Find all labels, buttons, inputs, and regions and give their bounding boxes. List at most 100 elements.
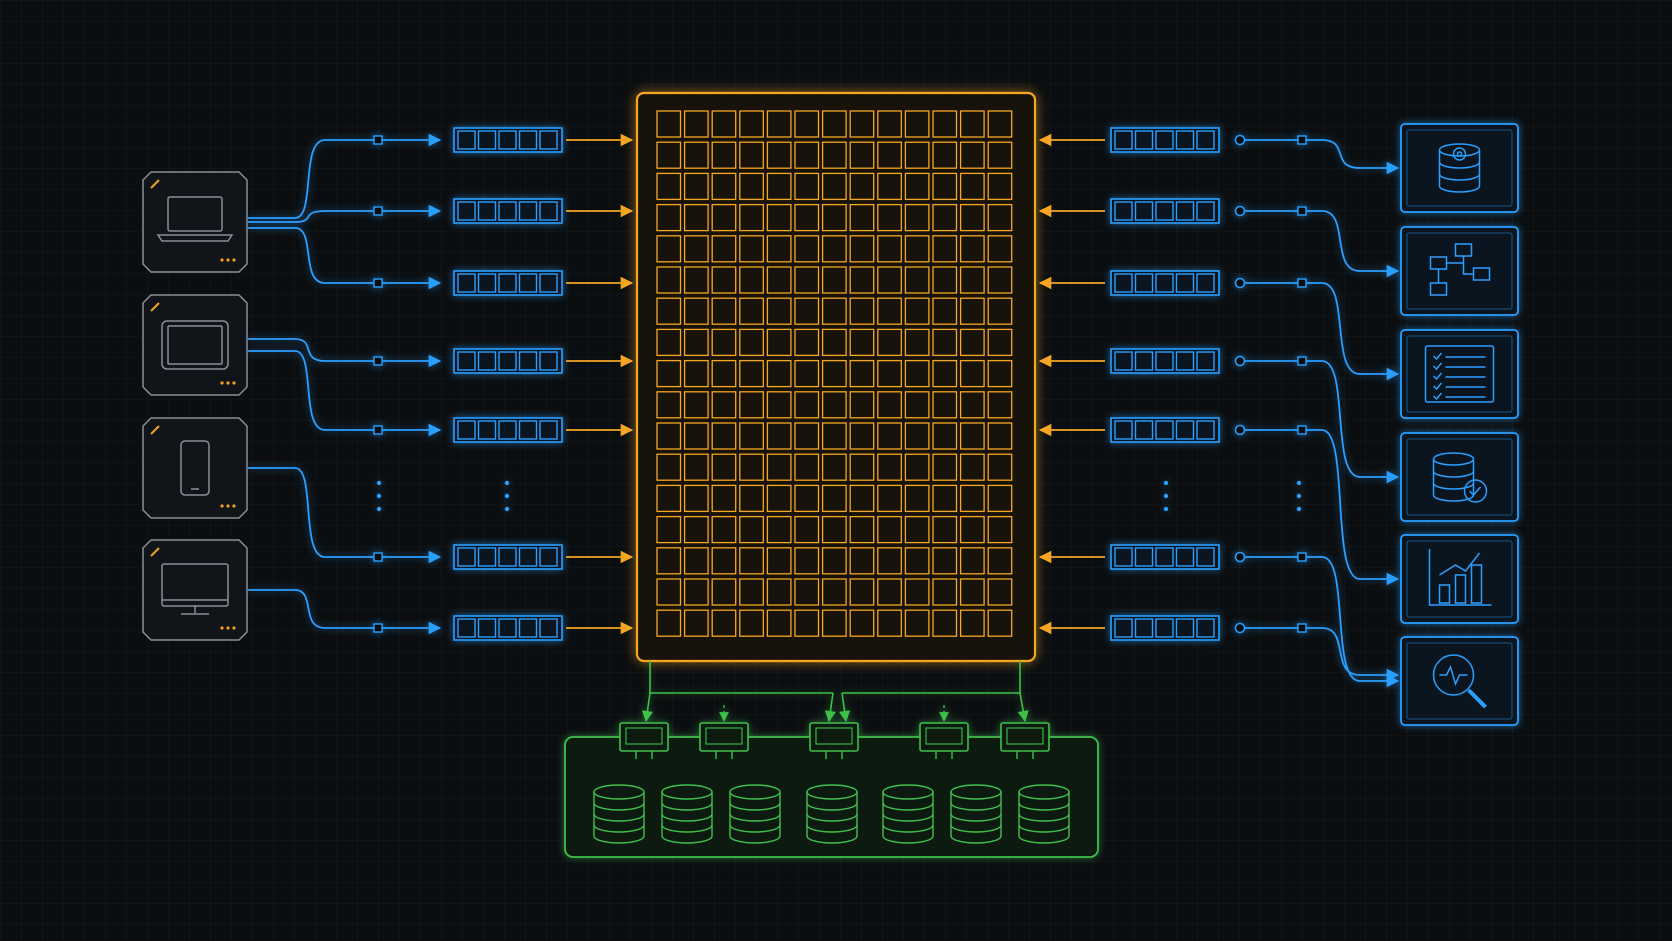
grid-cell <box>821 110 847 138</box>
queue-slot <box>457 420 476 440</box>
queue-slot <box>1134 201 1154 221</box>
grid-cell <box>987 328 1013 357</box>
grid-cell <box>904 453 930 481</box>
status-dot <box>220 504 224 508</box>
output-port <box>1234 205 1246 217</box>
grid-cell <box>849 609 875 637</box>
grid-cell <box>766 359 792 388</box>
panel-inner <box>1406 540 1513 618</box>
status-dot <box>232 381 236 385</box>
grid-cell <box>877 328 902 357</box>
queue-frame <box>453 198 563 224</box>
grid-cell <box>932 235 958 263</box>
queue-slot <box>539 618 558 638</box>
storage-node <box>1000 722 1050 759</box>
node-frame <box>1000 722 1050 752</box>
database-icon <box>1018 784 1070 844</box>
continuation-dot <box>504 506 510 512</box>
client-link <box>248 227 442 290</box>
grid-cell <box>711 422 737 450</box>
queue-frame <box>1110 270 1220 296</box>
grid-cell <box>821 297 847 325</box>
output-port <box>1234 134 1246 146</box>
grid-cell <box>683 141 709 169</box>
queue-slot <box>1134 351 1154 371</box>
grid-cell <box>849 391 875 419</box>
queue-frame <box>1110 127 1220 153</box>
grid-cell <box>932 453 958 481</box>
grid-cell <box>959 422 985 450</box>
continuation-dot <box>504 493 510 499</box>
storage-frame <box>564 736 1099 858</box>
grid-cell <box>877 515 902 544</box>
grid-cell <box>794 609 820 637</box>
grid-cell <box>766 297 792 325</box>
output-queue <box>1110 198 1220 224</box>
queue-slot <box>457 130 476 150</box>
service-panel <box>1400 226 1519 316</box>
node-leg <box>635 751 653 759</box>
status-dot <box>226 626 230 630</box>
grid-cell <box>877 578 902 606</box>
node-screen <box>705 727 743 745</box>
grid-cell <box>849 422 875 450</box>
panel-frame <box>1400 636 1519 726</box>
grid-cell <box>821 453 847 481</box>
queue-slot <box>1134 547 1154 567</box>
grid-cell <box>959 172 985 201</box>
database-icon <box>729 784 781 844</box>
grid-cell <box>821 359 847 388</box>
grid-cell <box>766 391 792 419</box>
output-arrows <box>1038 133 1105 635</box>
link-node <box>1297 425 1307 435</box>
continuation-dot <box>376 480 382 486</box>
grid-cell <box>959 141 985 169</box>
grid-cell <box>766 235 792 263</box>
grid-cell <box>959 515 985 544</box>
grid-cell <box>683 328 709 357</box>
status-dot <box>220 381 224 385</box>
grid-cell <box>656 172 682 201</box>
grid-cell <box>739 172 764 201</box>
queue-slot <box>1155 273 1174 293</box>
queue-slot <box>1134 130 1154 150</box>
input-connections <box>248 133 510 635</box>
continuation-dot <box>376 506 382 512</box>
grid-cell <box>987 609 1013 637</box>
grid-cell <box>959 266 985 294</box>
queue-frame <box>1110 615 1220 641</box>
queue-frame <box>1110 544 1220 570</box>
panel-inner <box>1406 129 1513 207</box>
service-panel <box>1400 123 1519 213</box>
queue-slot <box>1196 351 1215 371</box>
grid-cell <box>932 110 958 138</box>
node-leg <box>825 751 843 759</box>
grid-cell <box>739 578 764 606</box>
grid-cell <box>904 547 930 575</box>
grid-cell <box>766 484 792 513</box>
grid-cell <box>739 453 764 481</box>
link-node <box>373 623 383 633</box>
grid-cell <box>932 266 958 294</box>
grid-cell <box>711 453 737 481</box>
grid-cell <box>794 266 820 294</box>
queue-slot <box>518 618 538 638</box>
output-port <box>1234 277 1246 289</box>
grid-cell <box>932 141 958 169</box>
grid-cell <box>766 547 792 575</box>
grid-cell <box>959 235 985 263</box>
continuation-dot <box>1163 493 1169 499</box>
grid-cell <box>904 235 930 263</box>
grid-cell <box>711 609 737 637</box>
grid-cell <box>656 578 682 606</box>
grid-cell <box>656 297 682 325</box>
queue-slot <box>477 420 497 440</box>
grid-cell <box>683 391 709 419</box>
node-screen <box>925 727 963 745</box>
grid-cell <box>959 391 985 419</box>
link-node <box>373 425 383 435</box>
panel-inner <box>1406 438 1513 516</box>
grid-cell <box>683 359 709 388</box>
queue-slot <box>1114 547 1133 567</box>
